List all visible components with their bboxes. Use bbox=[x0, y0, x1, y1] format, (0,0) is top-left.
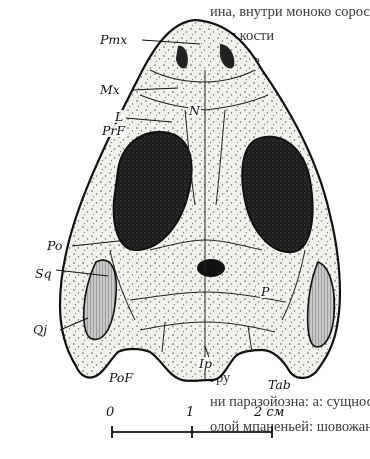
label-postorbital: Po bbox=[46, 239, 63, 252]
label-parietal: P bbox=[260, 285, 270, 298]
pineal-foramen bbox=[197, 259, 225, 277]
label-nasal: N bbox=[188, 104, 201, 117]
label-postfrontal: PoF bbox=[108, 371, 134, 384]
label-lacrimal: L bbox=[114, 110, 124, 123]
label-tabular: Tab bbox=[267, 378, 292, 391]
scale-tick-2cm: 2 см bbox=[254, 405, 284, 420]
label-maxilla: Mx bbox=[99, 83, 121, 96]
scale-tick-0: 0 bbox=[106, 405, 114, 420]
label-premaxilla: Pmx bbox=[99, 33, 128, 46]
label-interparietal: Ip bbox=[198, 357, 213, 370]
label-prefrontal: PrF bbox=[101, 124, 126, 137]
scale-bar bbox=[112, 426, 272, 438]
label-quadratojugal: Qj bbox=[32, 323, 48, 336]
scale-tick-1: 1 bbox=[186, 405, 194, 420]
label-squamosal: Sq bbox=[34, 267, 53, 280]
